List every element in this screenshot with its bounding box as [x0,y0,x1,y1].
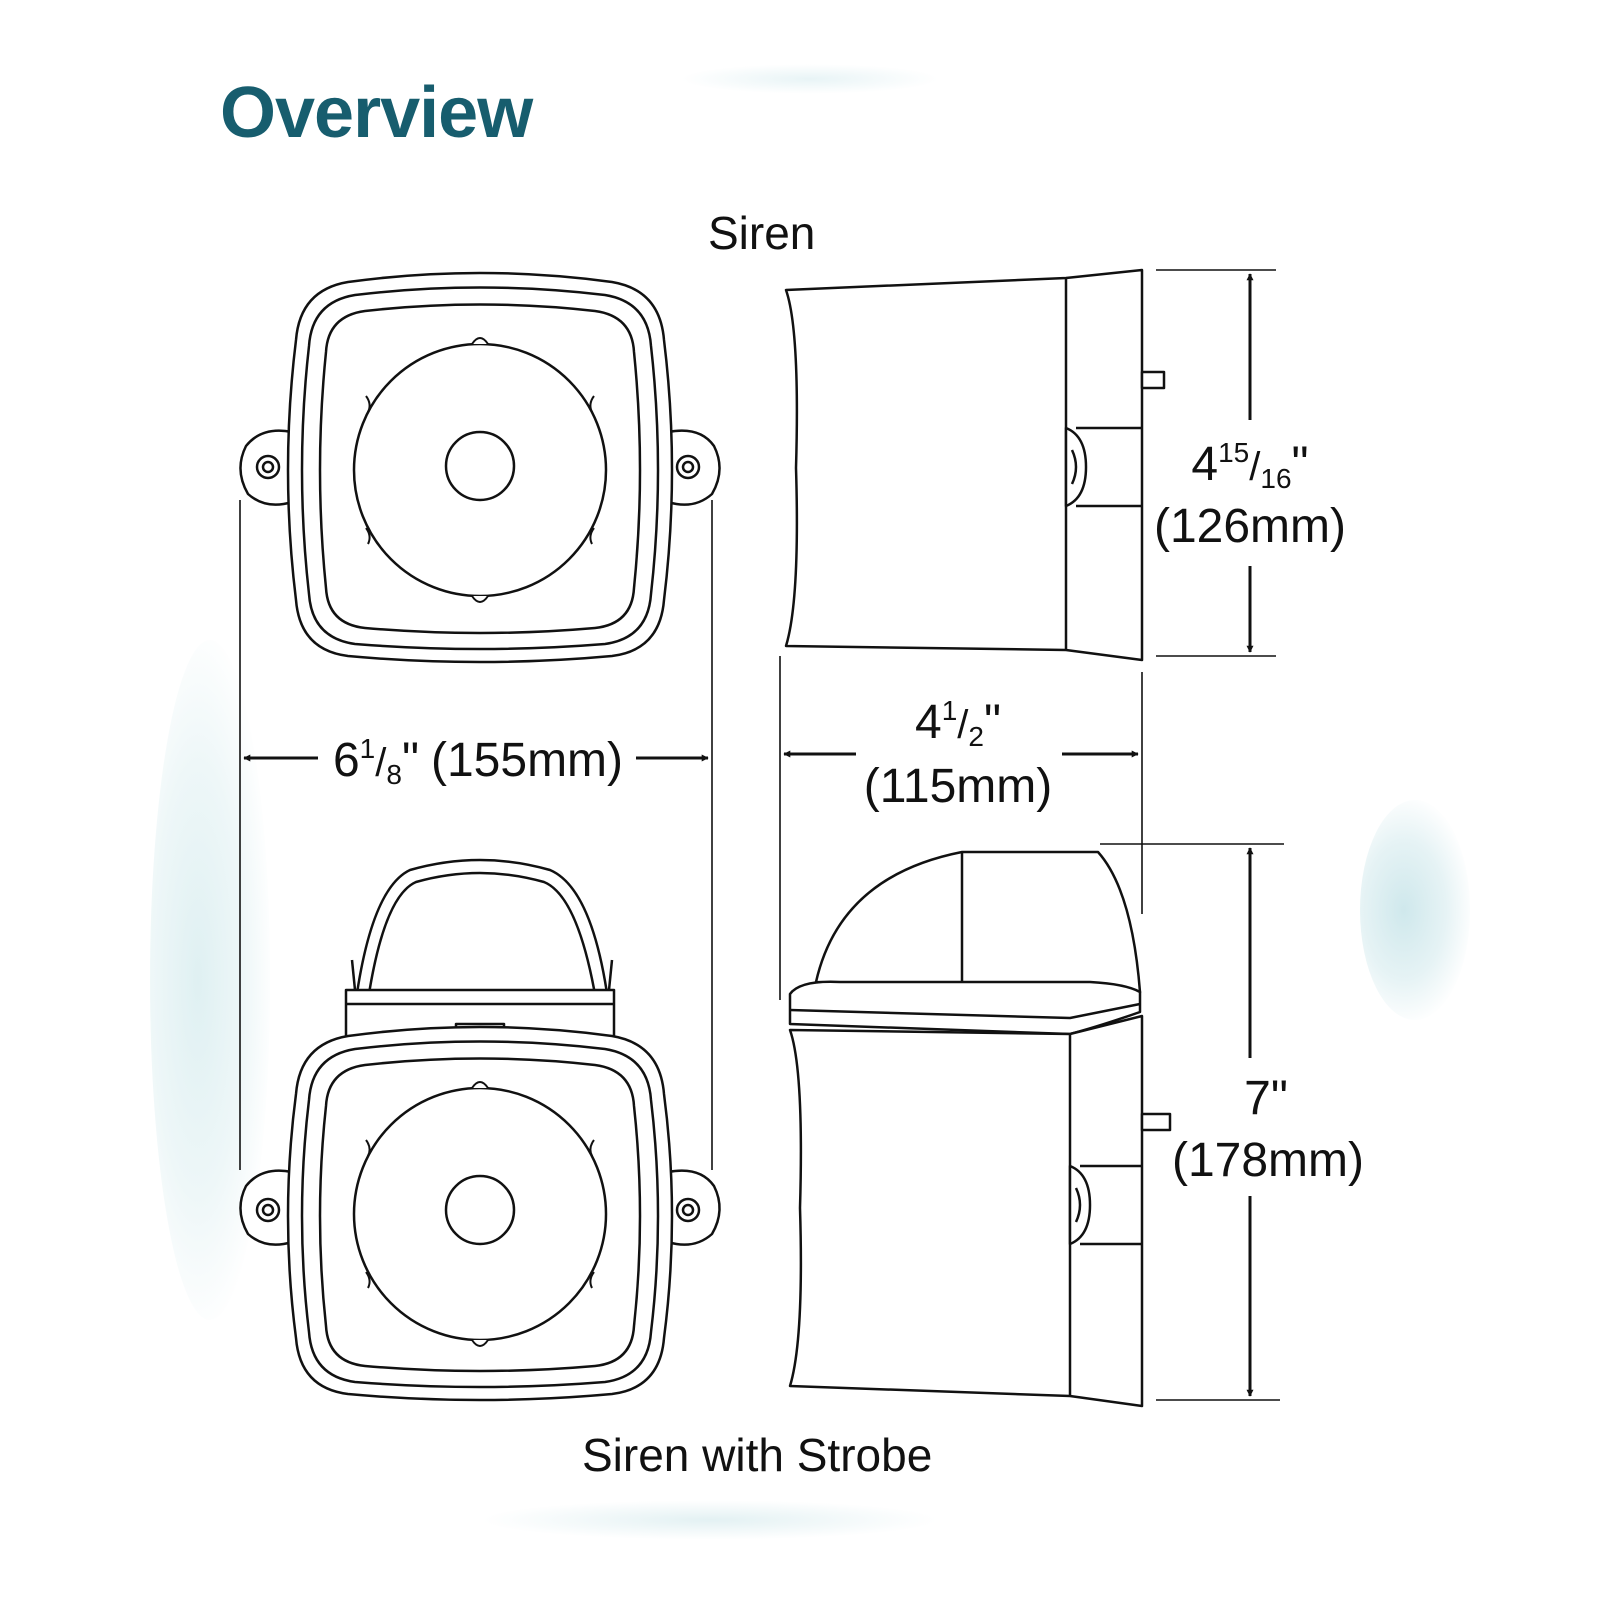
caption-siren-with-strobe: Siren with Strobe [582,1429,933,1481]
strobe-side-view [788,850,1172,1408]
siren-height-metric: (126mm) [1154,500,1346,553]
extension-lines [239,269,1284,1401]
depth-dimension-fraction: 41/2" [915,695,1001,752]
siren-front-view [239,271,721,664]
mounting-ear-left [239,1169,294,1246]
strobe-dome [344,858,616,1046]
strobe-front-view [239,858,721,1402]
siren-side-view [784,268,1166,662]
connector-pin [1140,370,1166,390]
mounting-ear-left [239,429,294,506]
strobe-dome-side [814,850,1142,994]
caption-siren: Siren [708,207,816,259]
speaker-cap [444,430,516,502]
mounting-ear-right [666,429,721,506]
housing-outline [286,271,674,664]
mounting-ear-right [666,1169,721,1246]
depth-dimension-metric: (115mm) [864,760,1052,813]
strobe-height-metric: (178mm) [1172,1134,1364,1187]
strobe-height-fraction: 7" [1244,1072,1288,1125]
siren-height-fraction: 415/16" [1191,437,1308,494]
connector-pin [1140,1112,1172,1132]
width-dimension-label: 61/8"(155mm) [333,733,623,790]
page-title: Overview [220,73,533,153]
speaker-cap [444,1174,516,1246]
housing-outline [286,1025,674,1402]
